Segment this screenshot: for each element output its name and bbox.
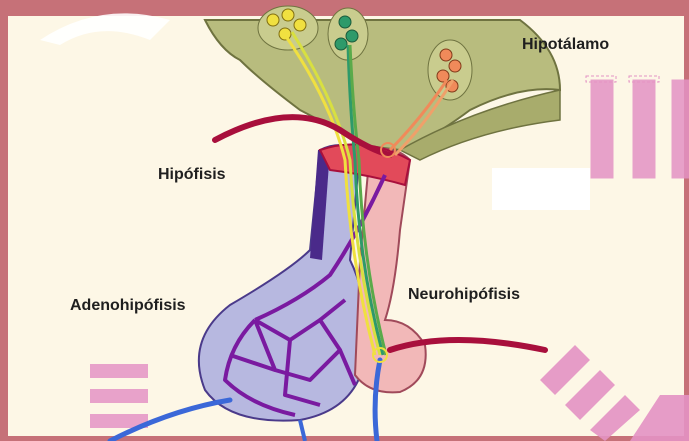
decor-stripes-left [90,364,148,428]
nucleus-yellow [258,6,318,50]
label-hypothalamus: Hipotálamo [522,36,609,54]
label-hypophysis: Hipófisis [158,166,226,184]
label-neurohypophysis: Neurohipófisis [408,286,520,304]
nucleus-orange [428,40,472,100]
blank-label-box [492,168,590,210]
decor-stripes-right [586,76,689,178]
label-adenohypophysis: Adenohipófisis [70,297,186,315]
